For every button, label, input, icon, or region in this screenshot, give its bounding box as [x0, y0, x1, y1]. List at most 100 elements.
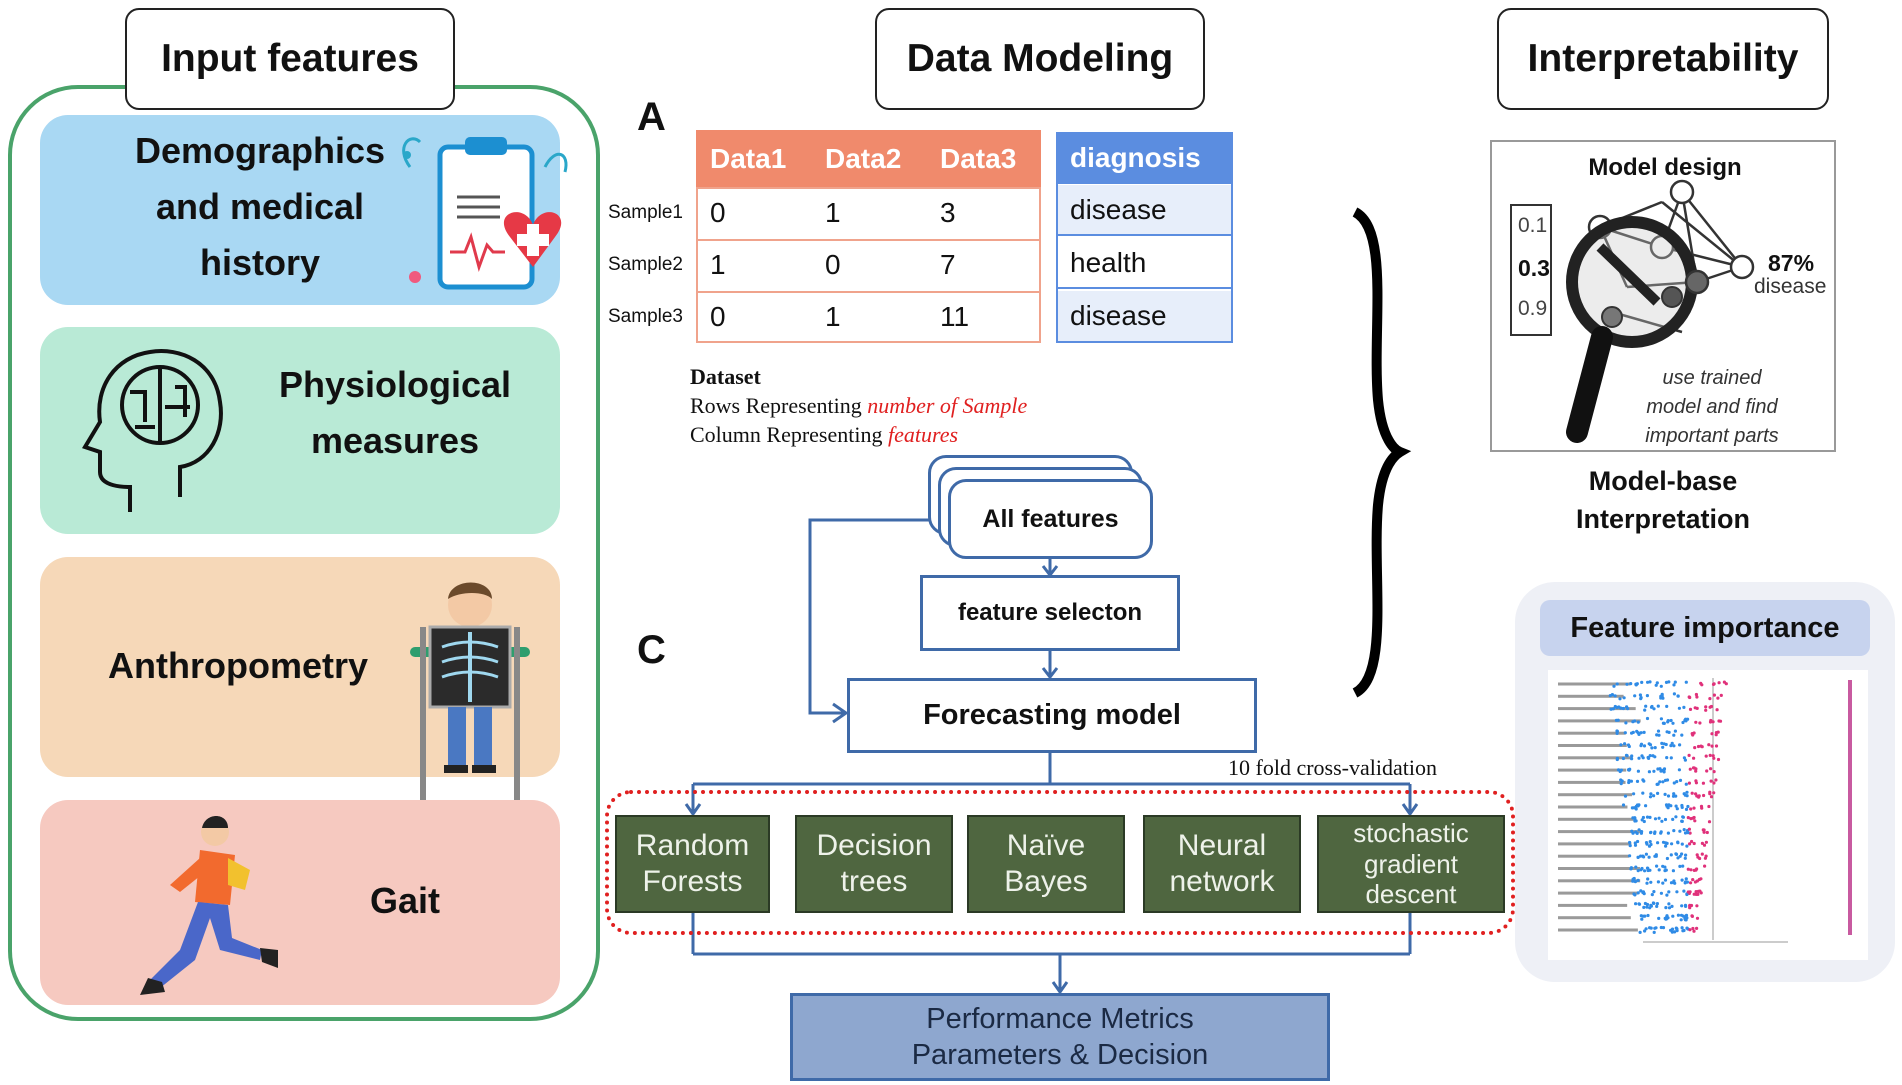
shap-point	[1648, 906, 1652, 910]
shap-point	[1678, 829, 1682, 833]
shap-point	[1689, 817, 1693, 821]
model-line: descent	[1365, 879, 1457, 910]
shap-point	[1674, 815, 1678, 819]
shap-point	[1644, 841, 1649, 845]
shap-point	[1709, 779, 1713, 783]
shap-point	[1642, 855, 1646, 859]
shap-point	[1619, 782, 1623, 786]
shap-point	[1679, 913, 1684, 917]
shap-point	[1683, 918, 1687, 922]
shap-point	[1636, 720, 1640, 724]
shap-point	[1692, 892, 1696, 896]
shap-point	[1649, 831, 1653, 835]
shap-point	[1664, 803, 1669, 807]
shap-point	[1664, 680, 1669, 684]
shap-point	[1692, 868, 1696, 872]
shap-point	[1695, 904, 1699, 908]
feature-selection-box: feature selecton	[920, 575, 1180, 651]
shap-point	[1676, 840, 1680, 844]
shap-point	[1645, 694, 1649, 698]
shap-point	[1680, 904, 1684, 908]
shap-point	[1670, 741, 1674, 745]
shap-point	[1664, 844, 1668, 848]
shap-point	[1670, 842, 1674, 846]
shap-point	[1652, 890, 1656, 894]
shap-point	[1714, 733, 1718, 737]
shap-point	[1690, 732, 1694, 736]
shap-point	[1671, 817, 1675, 821]
shap-point	[1672, 744, 1676, 748]
caption-line-1: Model-base	[1588, 466, 1738, 496]
shap-point	[1685, 844, 1689, 848]
shap-point	[1704, 840, 1708, 844]
shap-point	[1635, 803, 1640, 807]
shap-point	[1638, 930, 1642, 934]
shap-point	[1633, 694, 1637, 698]
shap-feature-label	[1558, 817, 1634, 821]
cols-emphasis: features	[887, 422, 959, 447]
shap-point	[1680, 852, 1684, 856]
shap-color-bar	[1848, 680, 1852, 935]
shap-point	[1658, 780, 1662, 784]
shap-point	[1656, 729, 1661, 733]
shap-point	[1672, 692, 1676, 696]
shap-point	[1716, 730, 1720, 734]
shap-point	[1653, 854, 1657, 858]
shap-point	[1681, 864, 1685, 868]
shap-point	[1646, 877, 1650, 881]
dataset-caption: Dataset Rows Representing number of Samp…	[690, 362, 1027, 449]
shap-point	[1648, 795, 1653, 799]
table-body	[696, 187, 1041, 343]
shap-feature-label	[1558, 891, 1639, 895]
caption-line-2: Interpretation	[1575, 504, 1750, 534]
shap-point	[1639, 831, 1643, 835]
shap-point	[1635, 729, 1639, 733]
shap-point	[1695, 926, 1699, 930]
shap-point	[1715, 708, 1719, 712]
shap-point	[1686, 867, 1690, 871]
shap-point	[1655, 902, 1659, 906]
shap-point	[1689, 881, 1693, 885]
shap-point	[1708, 720, 1713, 724]
shap-point	[1688, 928, 1692, 932]
shap-point	[1686, 831, 1690, 835]
shap-point	[1650, 704, 1654, 709]
shap-point	[1641, 756, 1645, 760]
shap-point	[1672, 829, 1676, 833]
shap-point	[1651, 754, 1655, 758]
shap-point	[1675, 890, 1679, 894]
rows-emphasis: number of Sample	[867, 393, 1028, 418]
cols-prefix: Column Representing	[690, 422, 888, 447]
shap-point	[1674, 852, 1679, 856]
shap-point	[1664, 906, 1668, 910]
row-label-sample1: Sample1	[608, 202, 683, 223]
shap-point	[1682, 889, 1686, 893]
shap-point	[1660, 819, 1664, 823]
shap-point	[1662, 721, 1666, 725]
cross-validation-region	[605, 790, 1515, 935]
shap-point	[1672, 792, 1676, 796]
shap-point	[1663, 817, 1668, 822]
shap-point	[1615, 731, 1619, 735]
shap-point	[1711, 754, 1715, 758]
shap-point	[1677, 706, 1681, 710]
shap-point	[1652, 930, 1656, 934]
shap-point	[1691, 878, 1695, 882]
shap-point	[1627, 779, 1631, 783]
shap-point	[1667, 890, 1671, 894]
walking-person-icon	[140, 816, 278, 995]
shap-point	[1628, 854, 1632, 858]
shap-point	[1700, 806, 1704, 810]
shap-point	[1661, 745, 1665, 749]
shap-point	[1672, 879, 1676, 883]
shap-point	[1712, 770, 1716, 774]
shap-point	[1659, 684, 1663, 688]
shap-point	[1700, 852, 1704, 856]
shap-point	[1615, 682, 1619, 686]
shap-feature-label	[1558, 731, 1626, 735]
shap-point	[1693, 880, 1697, 884]
shap-point	[1710, 732, 1714, 736]
col-header-data1: Data1	[710, 142, 787, 174]
